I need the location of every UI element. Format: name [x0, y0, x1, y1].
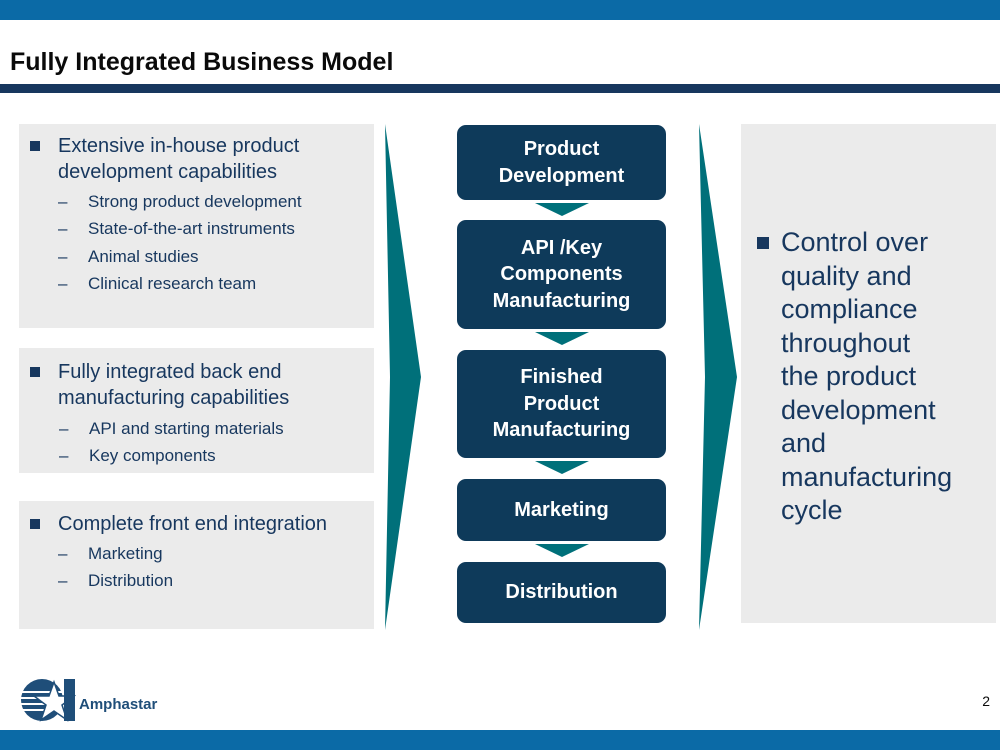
star-logo-icon: [21, 679, 76, 722]
bullet-development: Extensive in-house product development c…: [30, 133, 299, 185]
flow-step-line: Development: [498, 164, 625, 187]
flow-step-line: Manufacturing: [492, 289, 631, 312]
chevron-right-icon: [699, 124, 737, 630]
bullet-heading-line: development capabilities: [58, 161, 278, 183]
dash-icon: –: [58, 274, 68, 293]
sub-item-text: API and starting materials: [89, 419, 284, 438]
logo-text: Amphastar: [79, 695, 158, 713]
square-bullet-icon: [30, 519, 40, 529]
sub-item: – Marketing: [58, 544, 163, 564]
summary-line: the product: [781, 361, 917, 391]
dash-icon: –: [58, 219, 68, 238]
sub-item: – Key components: [59, 446, 216, 466]
sub-item: – Animal studies: [58, 247, 199, 267]
flow-step-line: Product: [523, 138, 600, 160]
dash-icon: –: [58, 192, 68, 211]
sub-item-text: Clinical research team: [88, 274, 257, 293]
summary-line: development: [781, 394, 936, 425]
summary-line: quality and: [781, 260, 912, 291]
arrow-down-icon: [535, 203, 589, 216]
bottom-accent-bar: [0, 730, 1000, 750]
square-bullet-icon: [30, 367, 40, 377]
summary-line: compliance: [781, 294, 918, 324]
sub-item: – Distribution: [58, 571, 173, 591]
summary-bullet: Control over quality and compliance thro…: [757, 226, 952, 528]
flow-step-line: Components: [500, 263, 623, 286]
chevron-right-icon: [385, 124, 421, 630]
slide-title: Fully Integrated Business Model: [10, 48, 394, 76]
summary-panel: [741, 124, 996, 623]
sub-item-text: Key components: [89, 446, 216, 465]
arrow-down-icon: [535, 461, 589, 474]
sub-item: – Strong product development: [58, 192, 302, 212]
summary-line: manufacturing: [781, 461, 953, 492]
arrow-down-icon: [535, 332, 589, 345]
flow-step-line: Product: [523, 392, 600, 415]
sub-item-text: Strong product development: [88, 192, 302, 211]
dash-icon: –: [58, 544, 68, 563]
flow-step-line: Manufacturing: [492, 419, 631, 442]
sub-item-text: Distribution: [88, 571, 174, 590]
sub-item-text: State-of-the-art instruments: [88, 219, 295, 238]
flow-step-line: Marketing: [514, 498, 609, 521]
sub-item: – Clinical research team: [58, 274, 256, 294]
summary-line: and: [781, 428, 827, 458]
flow-step-line: Distribution: [505, 581, 618, 604]
page-number: 2: [982, 693, 990, 709]
bullet-manufacturing: Fully integrated back end manufacturing …: [30, 359, 289, 411]
square-bullet-icon: [757, 237, 769, 249]
top-accent-bar: [0, 0, 1000, 20]
capability-panel-development: [19, 124, 374, 328]
bullet-front-end: Complete front end integration: [30, 511, 327, 537]
capability-panel-front-end: [19, 501, 374, 629]
flow-step-api-manufacturing: API /Key Components Manufacturing: [457, 220, 666, 329]
summary-line: throughout: [781, 327, 911, 358]
dash-icon: –: [58, 247, 68, 266]
flow-step-product-development: Product Development: [457, 125, 666, 200]
square-bullet-icon: [30, 141, 40, 151]
sub-item-text: Marketing: [88, 544, 163, 563]
dash-icon: –: [59, 419, 69, 438]
title-rule: [0, 84, 1000, 93]
flow-step-line: API /Key: [520, 236, 603, 259]
bullet-heading-line: manufacturing capabilities: [58, 387, 290, 409]
summary-line: cycle: [781, 495, 843, 525]
arrow-down-icon: [535, 544, 589, 557]
bullet-heading-line: Extensive in-house product: [58, 135, 300, 157]
bullet-heading-line: Complete front end integration: [58, 513, 328, 535]
summary-line: Control over: [781, 227, 929, 257]
sub-item: – API and starting materials: [59, 419, 284, 439]
company-logo: Amphastar: [20, 676, 157, 724]
bullet-heading-line: Fully integrated back end: [58, 361, 282, 383]
flow-step-finished-product: Finished Product Manufacturing: [457, 350, 666, 458]
flow-step-marketing: Marketing: [457, 479, 666, 541]
flow-step-line: Finished: [520, 366, 603, 389]
dash-icon: –: [59, 446, 69, 465]
capability-panel-manufacturing: [19, 348, 374, 473]
flow-step-distribution: Distribution: [457, 562, 666, 623]
sub-item-text: Animal studies: [88, 247, 199, 266]
sub-item: – State-of-the-art instruments: [58, 219, 295, 239]
dash-icon: –: [58, 571, 68, 590]
